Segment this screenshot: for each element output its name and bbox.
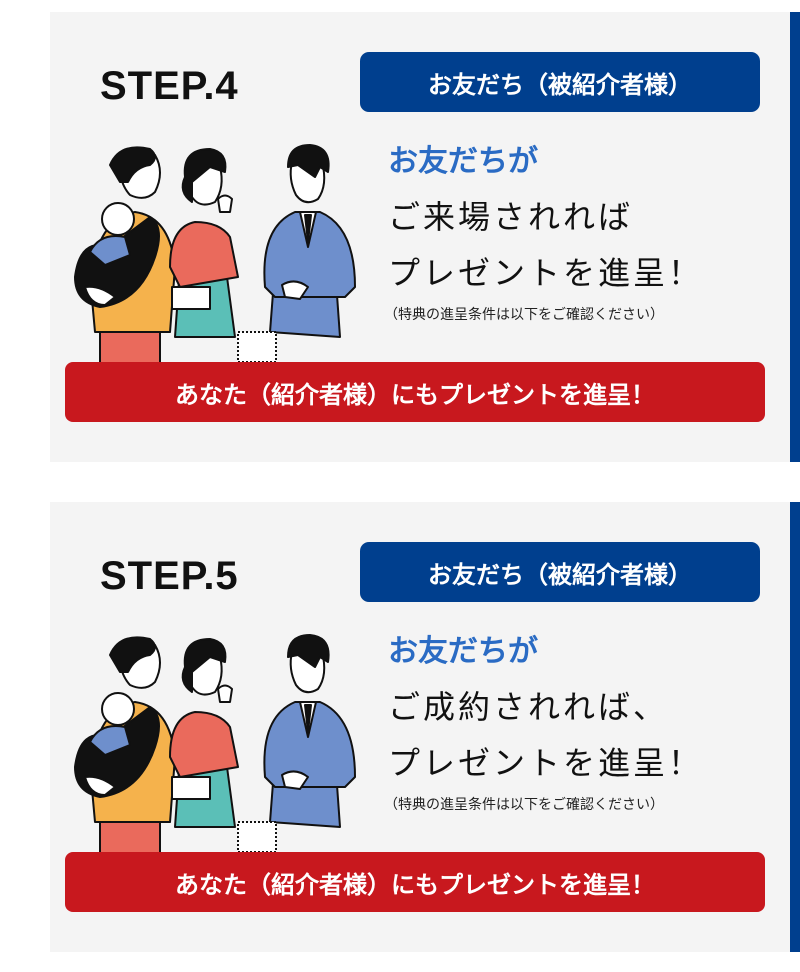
conditions-note: （特典の進呈条件は以下をご確認ください） <box>384 307 664 323</box>
friend-badge: お友だち（被紹介者様） <box>360 52 760 112</box>
referrer-present-banner: あなた（紹介者様）にもプレゼントを進呈！ <box>65 852 765 912</box>
condition-text: ご成約されれば、 <box>388 688 669 726</box>
friend-badge: お友だち（被紹介者様） <box>360 542 760 602</box>
accent-bar <box>790 502 800 952</box>
lead-text: お友だちが <box>388 144 538 179</box>
condition-text: ご来場されれば <box>388 198 634 236</box>
conditions-note: （特典の進呈条件は以下をご確認ください） <box>384 797 664 813</box>
lead-text: お友だちが <box>388 634 538 669</box>
step-card: STEP.5 お友だち（被紹介者様） お友だちが ご成約されれば、 プレゼントを… <box>50 502 790 952</box>
step-label: STEP.5 <box>100 554 239 598</box>
step-card: STEP.4 お友だち（被紹介者様） お友だちが ご来場されれば プレゼントを進… <box>50 12 790 462</box>
family-and-salesman-illustration <box>60 137 380 373</box>
present-text: プレゼントを進呈！ <box>388 254 704 292</box>
step-label: STEP.4 <box>100 64 239 108</box>
referrer-present-banner: あなた（紹介者様）にもプレゼントを進呈！ <box>65 362 765 422</box>
family-and-salesman-illustration <box>60 627 380 863</box>
present-text: プレゼントを進呈！ <box>388 744 704 782</box>
accent-bar <box>790 12 800 462</box>
